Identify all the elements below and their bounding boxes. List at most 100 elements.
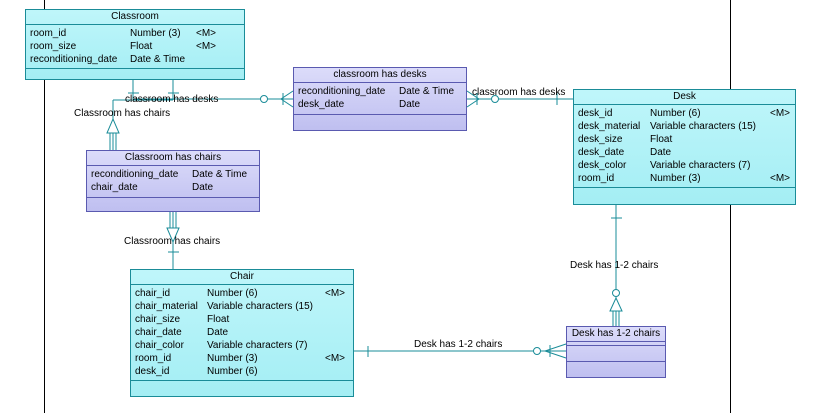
mandatory-flag: <M> xyxy=(325,353,346,364)
attribute-name: chair_id xyxy=(135,288,171,299)
attribute-name: desk_size xyxy=(578,134,623,145)
attribute-type: Date & Time xyxy=(130,54,186,65)
attribute-row: chair_date Date xyxy=(135,326,349,339)
attribute-row: reconditioning_date Date & Time xyxy=(30,53,240,66)
link-label: Desk has 1-2 chairs xyxy=(414,339,503,350)
divider xyxy=(131,380,353,381)
attribute-row: room_size Float <M> xyxy=(30,40,240,53)
attribute-row: room_id Number (3) <M> xyxy=(578,172,791,185)
attribute-row: desk_date Date xyxy=(298,98,462,111)
attribute-name: room_id xyxy=(135,353,172,364)
mandatory-flag: <M> xyxy=(196,28,217,39)
canvas-left-border xyxy=(44,0,45,413)
attribute-name: chair_date xyxy=(135,327,182,338)
entity-title: Classroom xyxy=(26,10,244,25)
attribute-name: room_id xyxy=(578,173,615,184)
attribute-list: room_id Number (3) <M> room_size Float <M> r… xyxy=(26,25,244,66)
attribute-name: desk_date xyxy=(578,147,625,158)
attribute-row: desk_date Date xyxy=(578,146,791,159)
attribute-type: Float xyxy=(130,41,153,52)
attribute-row: chair_id Number (6) <M> xyxy=(135,287,349,300)
attribute-row: chair_size Float xyxy=(135,313,349,326)
entity-classroom[interactable]: Classroom room_id Number (3) <M> room_size… xyxy=(25,9,245,80)
attribute-type: Date & Time xyxy=(192,169,248,180)
attribute-row: room_id Number (3) <M> xyxy=(30,27,240,40)
link-chair-deskchairs[interactable] xyxy=(354,343,567,359)
divider xyxy=(574,187,795,188)
link-label: Classroom has chairs xyxy=(74,108,171,119)
entity-title: Desk has 1-2 chairs xyxy=(567,327,665,342)
entity-title: Desk xyxy=(574,90,795,105)
entity-title: Chair xyxy=(131,270,353,285)
attribute-name: desk_date xyxy=(298,99,345,110)
attribute-type: Date xyxy=(650,147,672,158)
attribute-name: desk_id xyxy=(135,366,170,377)
entity-title: classroom has desks xyxy=(294,68,466,83)
link-classroom-desks[interactable] xyxy=(128,80,294,108)
attribute-row: reconditioning_date Date & Time xyxy=(91,168,255,181)
attribute-list: reconditioning_date Date & Time chair_dat… xyxy=(87,166,259,194)
attribute-type: Variable characters (7) xyxy=(650,160,751,171)
entity-title: Classroom has chairs xyxy=(87,151,259,166)
divider xyxy=(87,197,259,198)
attribute-name: room_size xyxy=(30,41,77,52)
attribute-row: desk_size Float xyxy=(578,133,791,146)
link-label: Desk has 1-2 chairs xyxy=(570,260,659,271)
attribute-type: Float xyxy=(207,314,230,325)
attribute-type: Number (3) xyxy=(650,173,701,184)
attribute-row: chair_date Date xyxy=(91,181,255,194)
attribute-name: chair_size xyxy=(135,314,181,325)
entity-chair[interactable]: Chair chair_id Number (6) <M> chair_materi… xyxy=(130,269,354,397)
attribute-name: room_id xyxy=(30,28,67,39)
attribute-name: chair_color xyxy=(135,340,184,351)
canvas-right-border xyxy=(730,0,731,413)
link-label: Classroom has chairs xyxy=(124,236,221,247)
attribute-type: Variable characters (7) xyxy=(207,340,308,351)
divider xyxy=(567,345,665,346)
attribute-name: reconditioning_date xyxy=(298,86,386,97)
attribute-name: desk_color xyxy=(578,160,627,171)
entity-desk-has-chairs[interactable]: Desk has 1-2 chairs xyxy=(566,326,666,378)
link-desk-desks[interactable] xyxy=(466,90,573,108)
attribute-row: chair_material Variable characters (15) xyxy=(135,300,349,313)
attribute-name: reconditioning_date xyxy=(30,54,118,65)
link-desk-deskchairs[interactable] xyxy=(609,205,623,326)
divider xyxy=(567,361,665,362)
link-classroom-chairs[interactable] xyxy=(106,80,179,150)
entity-classroom-has-chairs[interactable]: Classroom has chairs reconditioning_date… xyxy=(86,150,260,212)
mandatory-flag: <M> xyxy=(196,41,217,52)
mandatory-flag: <M> xyxy=(770,108,791,119)
attribute-type: Date xyxy=(207,327,229,338)
attribute-type: Date & Time xyxy=(399,86,455,97)
attribute-row: reconditioning_date Date & Time xyxy=(298,85,462,98)
attribute-row: desk_id Number (6) <M> xyxy=(578,107,791,120)
attribute-name: reconditioning_date xyxy=(91,169,179,180)
attribute-type: Number (3) xyxy=(130,28,181,39)
link-label: classroom has desks xyxy=(472,87,566,98)
mandatory-flag: <M> xyxy=(325,288,346,299)
attribute-type: Float xyxy=(650,134,673,145)
attribute-type: Variable characters (15) xyxy=(207,301,313,312)
link-chair-chairs[interactable] xyxy=(166,212,180,269)
attribute-name: desk_id xyxy=(578,108,613,119)
attribute-type: Number (6) xyxy=(207,288,258,299)
divider xyxy=(294,114,466,115)
attribute-row: desk_color Variable characters (7) xyxy=(578,159,791,172)
attribute-type: Date xyxy=(192,182,214,193)
attribute-name: chair_material xyxy=(135,301,198,312)
mandatory-flag: <M> xyxy=(770,173,791,184)
attribute-type: Variable characters (15) xyxy=(650,121,756,132)
attribute-list: reconditioning_date Date & Time desk_date… xyxy=(294,83,466,111)
attribute-row: chair_color Variable characters (7) xyxy=(135,339,349,352)
attribute-type: Date xyxy=(399,99,421,110)
attribute-type: Number (6) xyxy=(650,108,701,119)
attribute-name: chair_date xyxy=(91,182,138,193)
